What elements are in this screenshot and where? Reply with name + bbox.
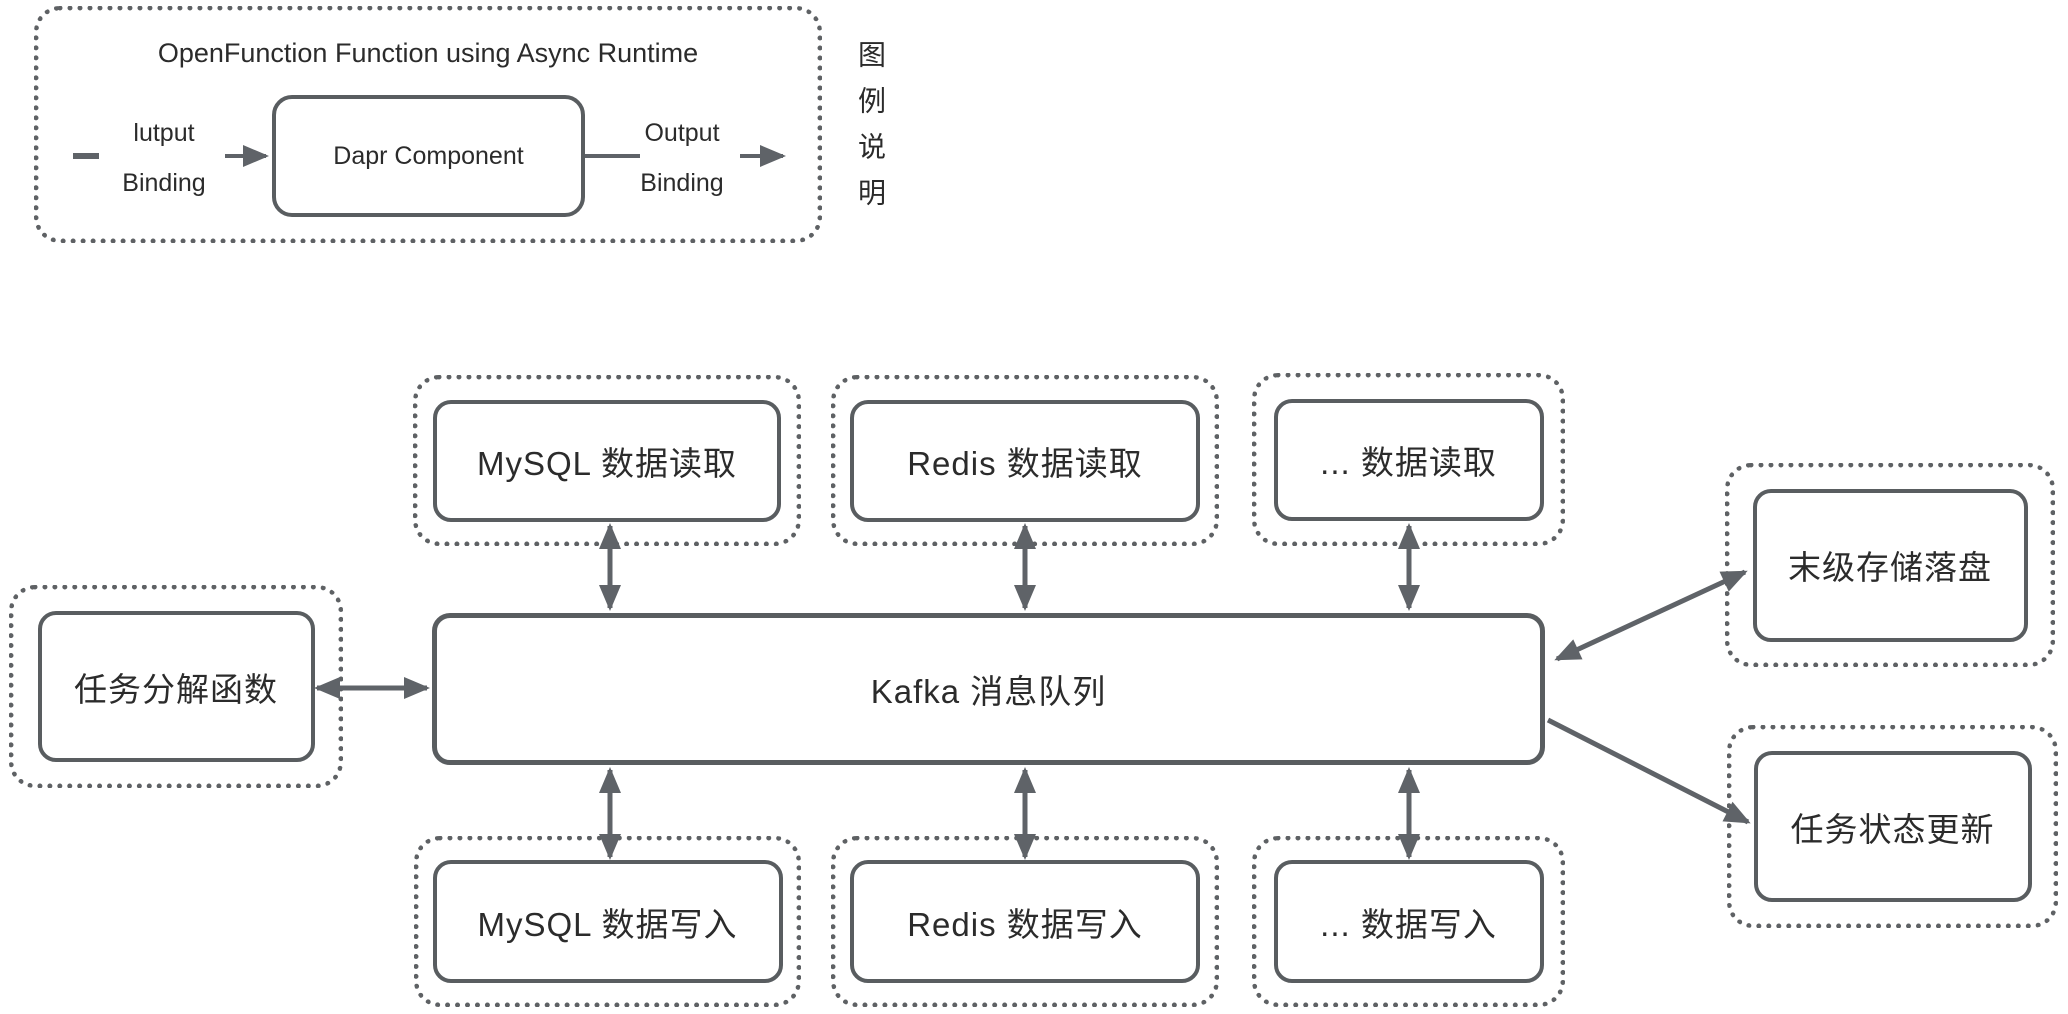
node-task-status: 任务状态更新	[1727, 725, 2058, 928]
node-etc-write: ... 数据写入	[1252, 836, 1565, 1007]
legend-output-line2: Binding	[640, 169, 724, 197]
legend-dapr-component-label: Dapr Component	[333, 141, 524, 170]
legend-dapr-component-box: Dapr Component	[272, 95, 585, 217]
node-kafka-label: Kafka 消息队列	[870, 673, 1107, 710]
node-etc-write-label: ... 数据写入	[1320, 905, 1497, 943]
node-redis-read-box: Redis 数据读取	[850, 399, 1200, 522]
node-etc-read-box: ... 数据读取	[1273, 398, 1544, 521]
node-redis-read: Redis 数据读取	[831, 375, 1219, 546]
legend-input-line2: Binding	[122, 169, 206, 197]
node-task-status-box: 任务状态更新	[1753, 751, 2032, 902]
node-task-split: 任务分解函数	[9, 585, 343, 788]
node-storage-flush-label: 末级存储落盘	[1788, 549, 1992, 586]
node-task-split-box: 任务分解函数	[37, 611, 315, 762]
legend-title: OpenFunction Function using Async Runtim…	[157, 38, 699, 68]
node-mysql-read-label: MySQL 数据读取	[477, 444, 737, 482]
legend-output-binding-label: Output Binding	[612, 108, 752, 208]
node-storage-flush: 末级存储落盘	[1725, 463, 2055, 667]
node-mysql-read: MySQL 数据读取	[413, 375, 801, 546]
node-task-split-label: 任务分解函数	[74, 670, 278, 708]
legend-input-line1: lutput	[133, 119, 195, 147]
node-redis-write-label: Redis 数据写入	[907, 905, 1143, 943]
node-mysql-read-box: MySQL 数据读取	[433, 399, 781, 522]
node-redis-read-label: Redis 数据读取	[907, 444, 1143, 482]
legend-input-binding-label: lutput Binding	[94, 108, 234, 208]
connector-kafka-task-status	[1546, 717, 1751, 825]
node-redis-write: Redis 数据写入	[831, 836, 1219, 1007]
connector-kafka-storage-flush	[1554, 569, 1748, 662]
node-mysql-write-label: MySQL 数据写入	[477, 905, 738, 943]
legend-box	[34, 6, 822, 243]
node-task-status-label: 任务状态更新	[1790, 810, 1995, 848]
node-kafka: Kafka 消息队列	[432, 613, 1545, 765]
legend-output-line1: Output	[644, 119, 720, 147]
node-storage-flush-box: 末级存储落盘	[1752, 488, 2028, 642]
node-etc-write-box: ... 数据写入	[1273, 860, 1544, 983]
node-etc-read-label: ... 数据读取	[1320, 443, 1497, 481]
node-etc-read: ... 数据读取	[1252, 373, 1565, 546]
node-mysql-write: MySQL 数据写入	[414, 836, 801, 1007]
node-redis-write-box: Redis 数据写入	[850, 860, 1200, 983]
node-mysql-write-box: MySQL 数据写入	[432, 860, 783, 983]
legend-side-label: 图例说明	[855, 40, 886, 224]
